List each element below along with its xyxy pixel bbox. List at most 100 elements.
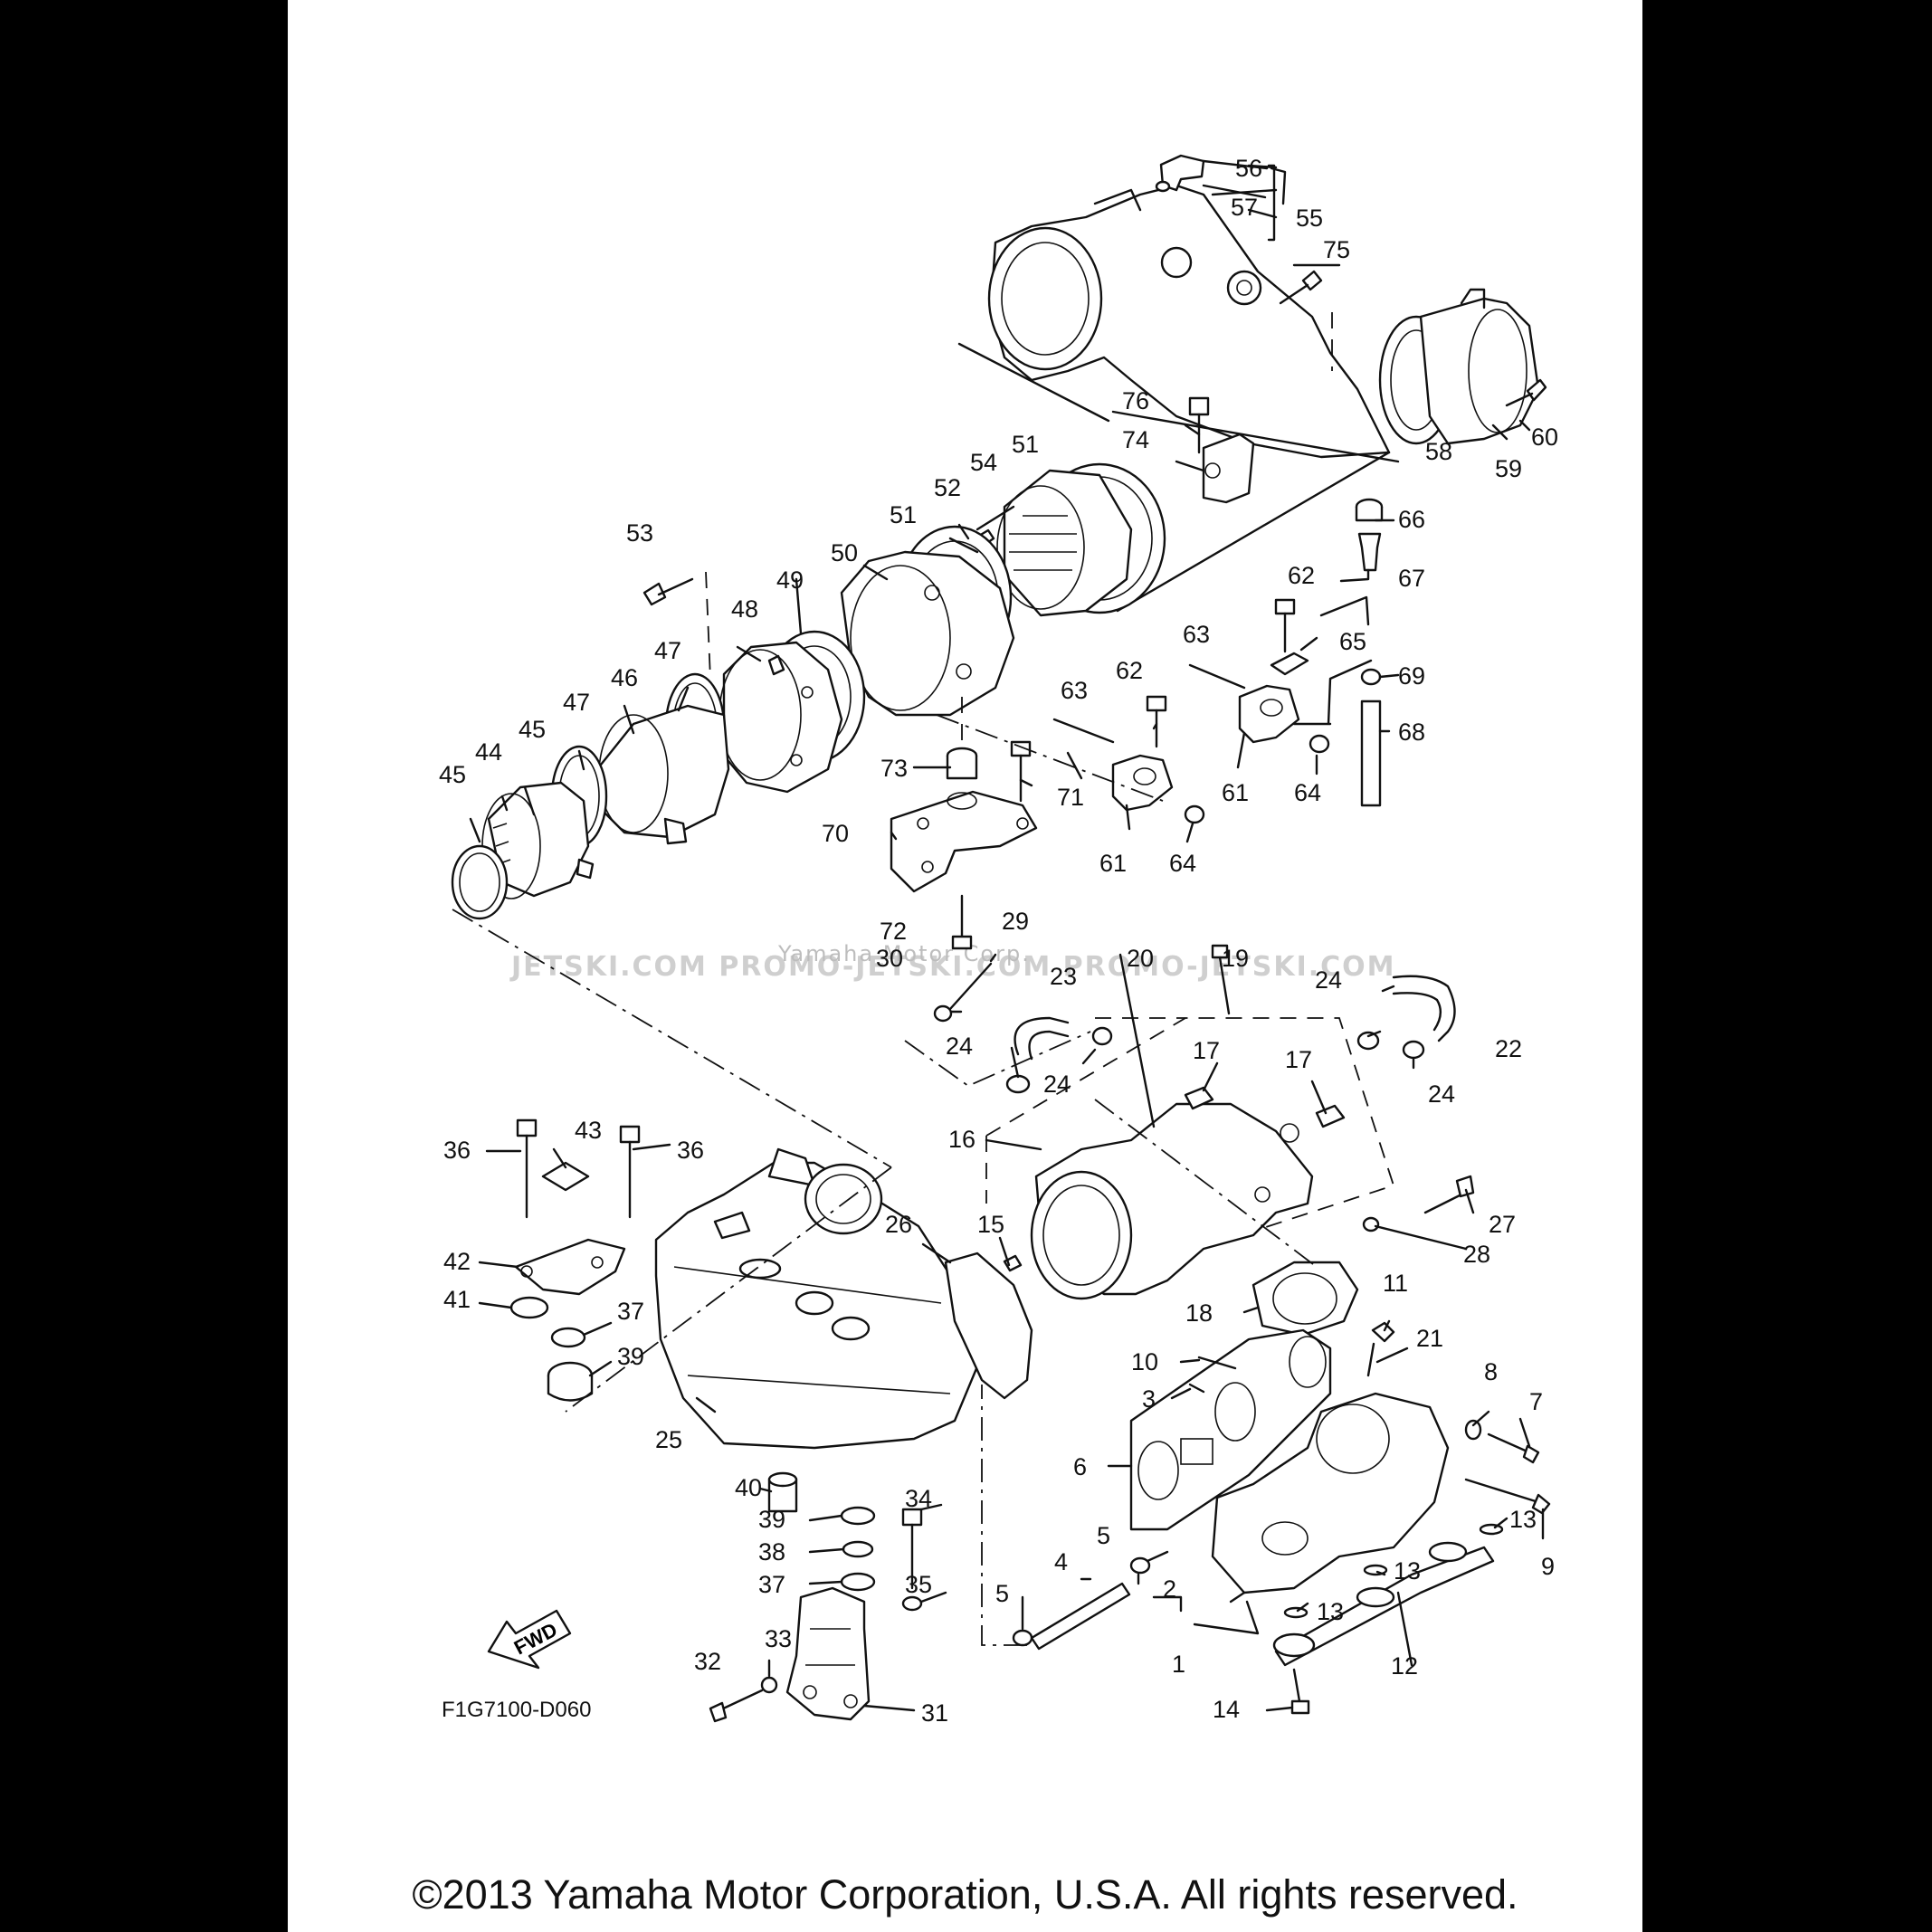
callout-15: 15 (977, 1211, 1004, 1238)
callout-17b: 17 (1285, 1046, 1312, 1073)
hose-23 (1014, 1016, 1070, 1061)
damper-40 (767, 1471, 798, 1513)
callout-53: 53 (626, 519, 653, 547)
pin-2 (1146, 1550, 1169, 1563)
callout-18: 18 (1185, 1299, 1213, 1327)
bracket-70 (890, 790, 1038, 893)
bolt-34 (901, 1508, 923, 1590)
stud-20 (1118, 953, 1156, 1128)
bolt-32 (709, 1689, 764, 1723)
callout-47b: 47 (654, 637, 681, 664)
callout-54: 54 (970, 449, 997, 476)
strainer-54 (996, 469, 1133, 617)
callout-9: 9 (1541, 1553, 1555, 1580)
clamp-69 (1360, 668, 1382, 686)
label-43 (541, 1161, 590, 1192)
callout-30: 30 (876, 945, 903, 972)
watermark-inline-text: Yamaha Motor Corp. (777, 941, 1031, 966)
callout-6: 6 (1073, 1453, 1087, 1480)
callout-42: 42 (443, 1248, 471, 1275)
callout-3: 3 (1142, 1385, 1156, 1413)
callout-32: 32 (694, 1648, 721, 1675)
callout-63b: 63 (1061, 677, 1088, 704)
callout-41: 41 (443, 1286, 471, 1313)
callout-13c: 13 (1317, 1598, 1344, 1625)
callout-25: 25 (655, 1426, 682, 1453)
callout-31: 31 (921, 1699, 948, 1727)
muffler-body-55 (987, 184, 1391, 459)
o-ring-57 (1155, 180, 1171, 193)
callout-13b: 13 (1394, 1557, 1421, 1585)
callout-62b: 62 (1116, 657, 1143, 684)
callout-58: 58 (1425, 438, 1452, 465)
damper-37a (550, 1327, 586, 1348)
bolt-53 (642, 577, 694, 606)
callout-16: 16 (948, 1126, 976, 1153)
exhaust-elbow-59 (1419, 288, 1540, 445)
callout-17a: 17 (1193, 1037, 1220, 1064)
washer-28 (1362, 1216, 1380, 1232)
manifold-1 (1211, 1392, 1450, 1594)
callout-35: 35 (905, 1571, 932, 1598)
bolt-19 (1211, 944, 1231, 1015)
callout-64b: 64 (1169, 850, 1196, 877)
callout-67: 67 (1398, 565, 1425, 592)
callout-5b: 5 (995, 1580, 1009, 1607)
callout-50: 50 (831, 539, 858, 566)
pin-3 (1188, 1383, 1205, 1394)
washer-33 (760, 1676, 778, 1694)
copyright-notice: ©2013 Yamaha Motor Corporation, U.S.A. A… (412, 1871, 1518, 1918)
fwd-arrow-icon: FWD (487, 1609, 572, 1670)
bolts-36 (516, 1118, 641, 1219)
stud-29 (948, 962, 993, 1011)
mount-bracket-31 (785, 1586, 871, 1721)
callout-75: 75 (1323, 236, 1350, 263)
callout-76: 76 (1122, 387, 1149, 414)
bolt-14 (1290, 1668, 1310, 1715)
callout-44: 44 (475, 738, 502, 766)
callout-51a: 51 (890, 501, 917, 528)
callout-51b: 51 (1012, 431, 1039, 458)
callout-45a: 45 (439, 761, 466, 788)
callout-47a: 47 (563, 689, 590, 716)
bolt-62a (1146, 695, 1167, 748)
callout-45b: 45 (519, 716, 546, 743)
callout-61b: 61 (1099, 850, 1127, 877)
gasket-26 (944, 1252, 1033, 1400)
bolt-71 (1010, 740, 1032, 803)
callout-46: 46 (611, 664, 638, 691)
callout-7: 7 (1529, 1388, 1543, 1415)
hose-46 (595, 704, 730, 845)
mount-61b (1238, 684, 1300, 744)
hose-44 (481, 781, 595, 899)
callout-59: 59 (1495, 455, 1522, 482)
o-rings-13 (1283, 1523, 1504, 1619)
grommet-39a (547, 1361, 594, 1402)
bracket-74 (1202, 433, 1255, 504)
leader-lines (469, 164, 1545, 1712)
callout-1: 1 (1172, 1651, 1185, 1678)
callout-73: 73 (880, 755, 908, 782)
callout-39b: 39 (758, 1506, 785, 1533)
callout-24d: 24 (1428, 1080, 1455, 1108)
callout-34: 34 (905, 1485, 932, 1512)
callout-33: 33 (765, 1625, 792, 1652)
callout-56: 56 (1235, 155, 1262, 182)
bolt-72 (951, 894, 973, 950)
callout-39a: 39 (617, 1343, 644, 1370)
callout-24a: 24 (946, 1033, 973, 1060)
clamp-24s (1005, 1026, 1425, 1094)
callout-65: 65 (1339, 628, 1366, 655)
callout-48: 48 (731, 595, 758, 623)
callout-55: 55 (1296, 205, 1323, 232)
pipe-4 (1030, 1582, 1131, 1651)
gasket-18 (1252, 1261, 1359, 1337)
washer-8 (1464, 1419, 1482, 1441)
callout-8: 8 (1484, 1358, 1498, 1385)
bracket-42 (514, 1238, 626, 1296)
bolt-60 (1505, 378, 1547, 407)
callout-40: 40 (735, 1474, 762, 1501)
stud-63a (1052, 718, 1115, 744)
damper-41 (509, 1296, 549, 1319)
washer-30 (933, 1004, 953, 1023)
